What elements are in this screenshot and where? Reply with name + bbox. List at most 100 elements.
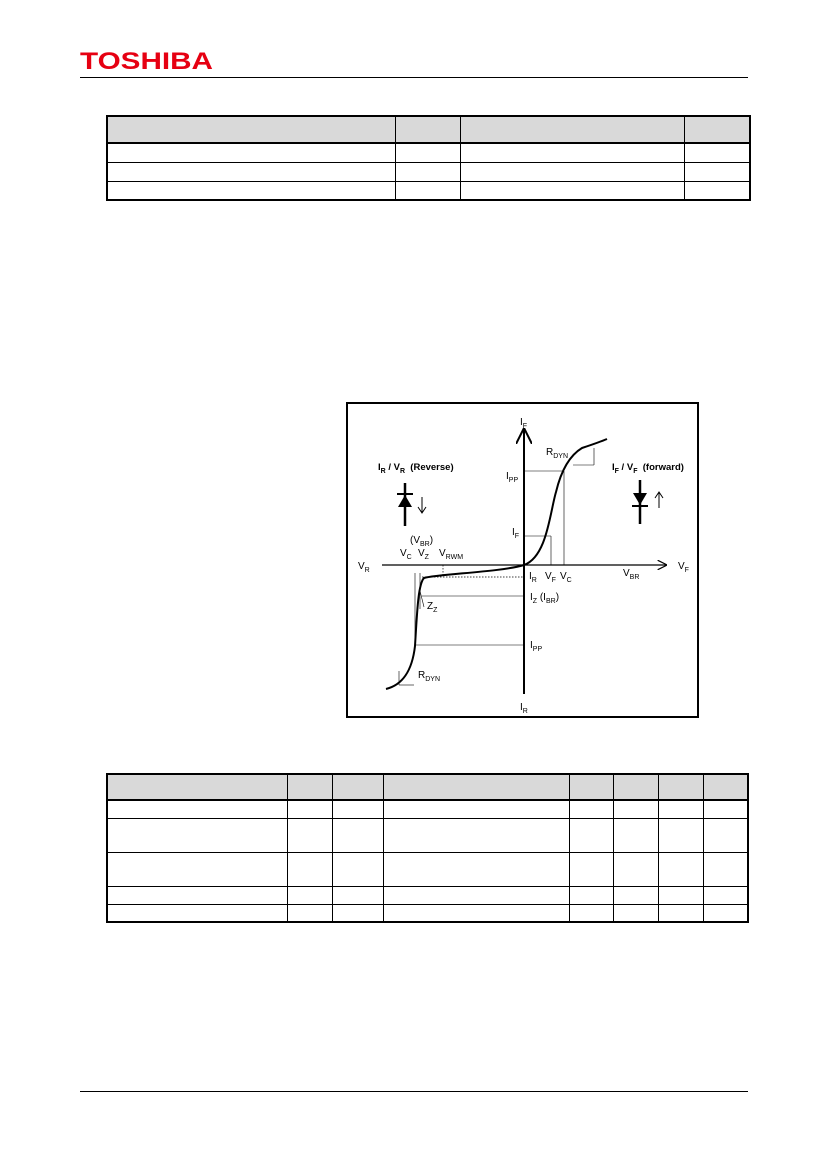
vf-axis-label: VF <box>678 561 689 574</box>
table-cell <box>683 161 751 182</box>
table-cell <box>612 799 659 819</box>
table-2-header-row <box>106 773 749 801</box>
table-cell <box>657 903 704 923</box>
svg-text:TOSHIBA: TOSHIBA <box>80 48 213 72</box>
zz-label: ZZ <box>427 601 438 614</box>
table-cell <box>568 773 614 801</box>
table-cell <box>106 885 288 905</box>
table-cell <box>702 903 749 923</box>
table-cell <box>683 180 751 201</box>
table-cell <box>657 773 704 801</box>
iz-ibr-label: IZ (IBR) <box>530 592 559 605</box>
table-cell <box>702 817 749 853</box>
toshiba-logo: TOSHIBA <box>80 48 213 72</box>
ir-right-label: IR <box>529 571 537 584</box>
table-cell <box>106 161 396 182</box>
table-cell <box>106 903 288 923</box>
table-cell <box>702 799 749 819</box>
table-cell <box>568 817 614 853</box>
table-cell <box>612 817 659 853</box>
table-cell <box>612 885 659 905</box>
ir-axis-label: IR <box>520 702 528 715</box>
table-cell <box>331 817 384 853</box>
guide-lines <box>398 448 595 686</box>
rdyn-top-label: RDYN <box>546 447 568 460</box>
table-cell <box>382 773 570 801</box>
table-row <box>106 180 751 201</box>
vr-axis-label: VR <box>358 561 370 574</box>
table-cell <box>394 115 461 144</box>
table-cell <box>459 115 685 144</box>
table-cell <box>382 885 570 905</box>
vbr-paren-label: (VBR) <box>410 535 433 548</box>
if-axis-label: IF <box>520 417 527 430</box>
table-cell <box>612 773 659 801</box>
table-cell <box>106 851 288 887</box>
table-cell <box>286 851 333 887</box>
table-row <box>106 885 749 905</box>
vf-right-label: VF <box>545 571 556 584</box>
table-row <box>106 142 751 163</box>
if-mid-label: IF <box>512 527 519 540</box>
vz-left-label: VZ <box>418 548 430 561</box>
table-cell <box>568 851 614 887</box>
table-cell <box>106 180 396 201</box>
table-1-header-row <box>106 115 751 144</box>
table-row <box>106 903 749 923</box>
vrwm-label: VRWM <box>439 548 463 561</box>
table-cell <box>657 817 704 853</box>
table-cell <box>657 851 704 887</box>
table-2 <box>106 773 749 923</box>
table-cell <box>394 161 461 182</box>
table-1 <box>106 115 751 201</box>
table-row <box>106 817 749 853</box>
ipp-top-label: IPP <box>506 471 518 484</box>
iv-curve <box>385 438 608 690</box>
ipp-bottom-label: IPP <box>530 640 542 653</box>
table-row <box>106 851 749 887</box>
table-cell <box>702 885 749 905</box>
table-cell <box>459 161 685 182</box>
table-cell <box>568 903 614 923</box>
forward-arrow-icon <box>654 491 664 508</box>
table-cell <box>683 142 751 163</box>
vc-right-label: VC <box>560 571 572 584</box>
table-cell <box>286 903 333 923</box>
table-cell <box>286 799 333 819</box>
table-cell <box>331 851 384 887</box>
table-cell <box>331 799 384 819</box>
table-cell <box>683 115 751 144</box>
table-cell <box>331 773 384 801</box>
table-cell <box>382 851 570 887</box>
iv-diagram-svg: IF IR VR VF IR / VR (Reverse) IF / VF (f… <box>358 417 689 715</box>
table-cell <box>394 180 461 201</box>
table-cell <box>106 115 396 144</box>
table-cell <box>106 773 288 801</box>
forward-diode-icon <box>632 480 648 524</box>
table-cell <box>331 903 384 923</box>
table-cell <box>382 903 570 923</box>
table-cell <box>106 799 288 819</box>
iv-characteristic-diagram: IF IR VR VF IR / VR (Reverse) IF / VF (f… <box>346 402 699 718</box>
table-cell <box>106 142 396 163</box>
table-cell <box>286 817 333 853</box>
table-cell <box>702 851 749 887</box>
forward-label: IF / VF (forward) <box>612 462 684 475</box>
table-cell <box>331 885 384 905</box>
table-cell <box>382 799 570 819</box>
reverse-diode-icon <box>397 483 413 526</box>
table-cell <box>568 885 614 905</box>
table-cell <box>657 799 704 819</box>
reverse-label: IR / VR (Reverse) <box>378 462 454 475</box>
header-rule <box>80 77 748 78</box>
table-cell <box>568 799 614 819</box>
table-row <box>106 161 751 182</box>
table-cell <box>286 885 333 905</box>
reverse-arrow-icon <box>417 497 427 514</box>
table-cell <box>702 773 749 801</box>
vc-left-label: VC <box>400 548 412 561</box>
table-cell <box>382 817 570 853</box>
table-row <box>106 799 749 819</box>
table-cell <box>106 817 288 853</box>
footer-rule <box>80 1091 748 1092</box>
